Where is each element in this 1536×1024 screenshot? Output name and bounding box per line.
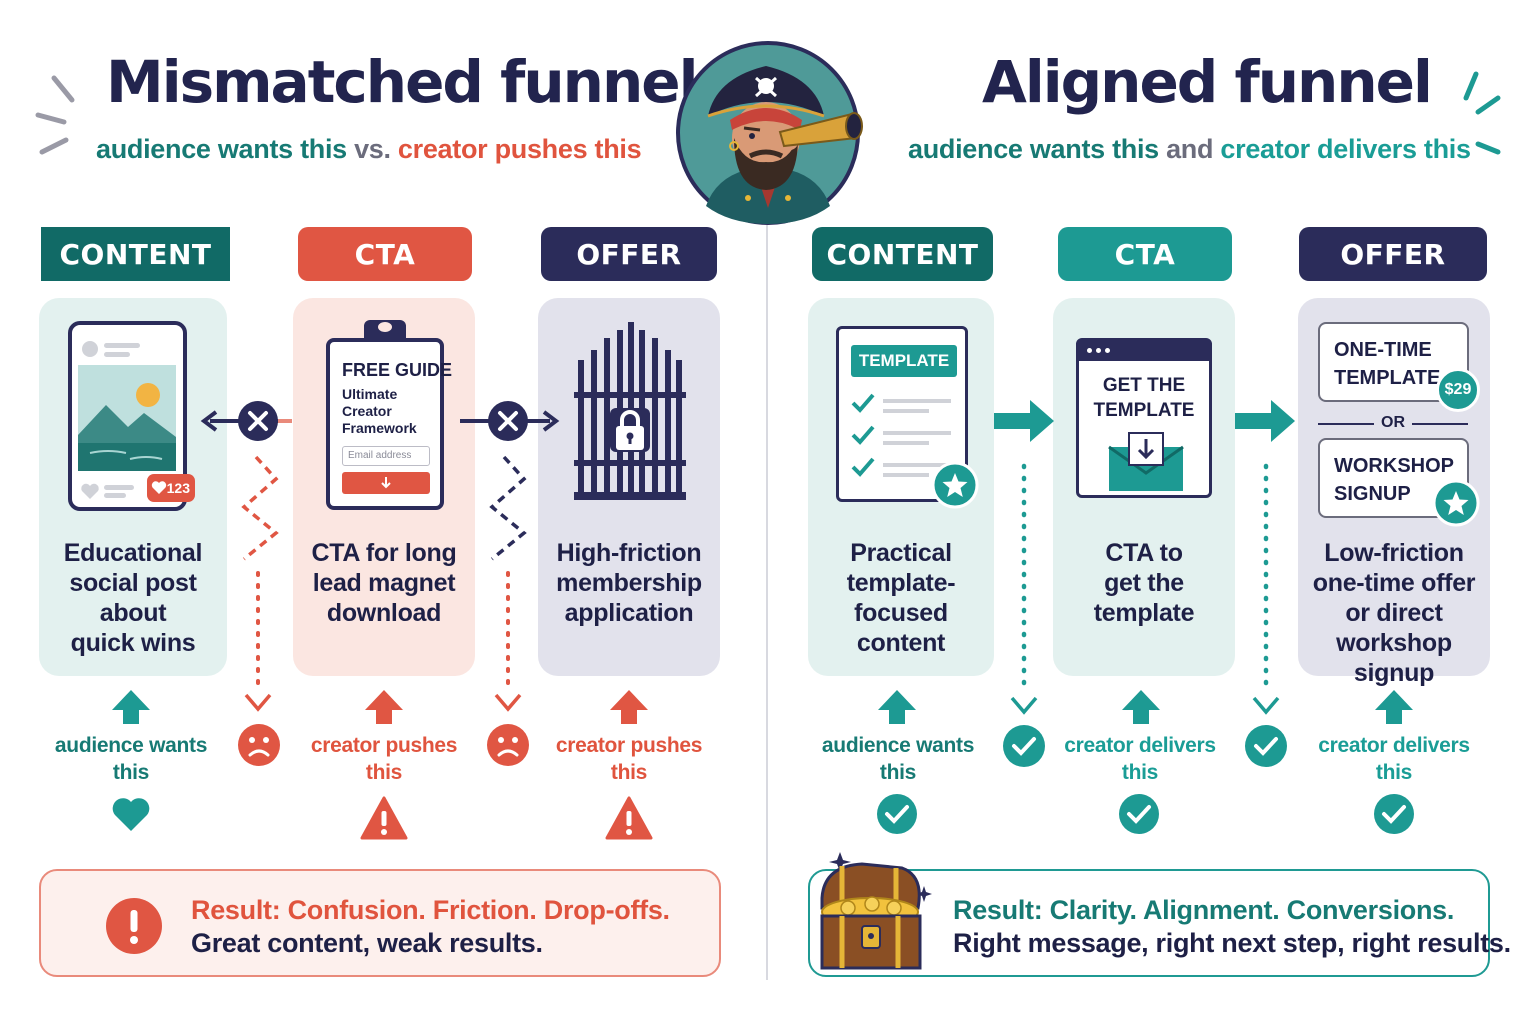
check-icon xyxy=(877,794,917,834)
arrow-up-icon xyxy=(610,690,648,724)
header-offer-right: OFFER xyxy=(1299,227,1487,281)
heart-icon xyxy=(81,483,99,499)
warning-icon xyxy=(360,796,408,840)
card-offer-left: High-friction membership application xyxy=(538,298,720,676)
card-offer-right: ONE-TIME TEMPLATE $29 OR WORKSHOP SIGNUP… xyxy=(1298,298,1490,687)
template-tag: TEMPLATE xyxy=(851,345,957,377)
x-connector-1 xyxy=(200,401,292,441)
arrow-right-icon xyxy=(1235,400,1295,442)
subtitle-creator: creator delivers this xyxy=(1220,134,1471,164)
card-cta-left: FREE GUIDE Ultimate Creator Framework Em… xyxy=(293,298,475,676)
header-cta-left: CTA xyxy=(298,227,472,281)
result-line1: Result: Clarity. Alignment. Conversions. xyxy=(953,895,1455,925)
price-badge: $29 xyxy=(1436,368,1480,412)
email-field: Email address xyxy=(342,446,430,466)
right-title: Aligned funnel xyxy=(982,48,1433,116)
header-cta-right: CTA xyxy=(1058,227,1232,281)
alert-icon xyxy=(106,898,162,954)
like-badge: 123 xyxy=(147,474,195,502)
heart-icon xyxy=(112,798,150,831)
treasure-chest-icon xyxy=(820,852,932,970)
subtitle-audience: audience wants this xyxy=(908,134,1159,164)
arrow-up-icon xyxy=(1375,690,1413,724)
check-icon xyxy=(1003,725,1045,767)
arrow-right-icon xyxy=(994,400,1054,442)
card-cta-right: GET THE TEMPLATE CTA to get the template xyxy=(1053,298,1235,676)
like-count: 123 xyxy=(166,480,190,496)
dotted-connector xyxy=(1252,463,1280,715)
arrow-up-icon xyxy=(365,690,403,724)
zigzag-line xyxy=(241,455,279,712)
clipboard-icon: FREE GUIDE Ultimate Creator Framework Em… xyxy=(326,320,452,510)
center-divider xyxy=(766,225,768,980)
check-icon xyxy=(1374,794,1414,834)
star-icon xyxy=(1432,479,1480,527)
download-button xyxy=(342,472,430,494)
header-offer-left: OFFER xyxy=(541,227,717,281)
warning-icon xyxy=(605,796,653,840)
landscape-image-icon xyxy=(78,365,176,471)
result-line1: Result: Confusion. Friction. Drop-offs. xyxy=(191,895,670,925)
subtitle-vs: vs. xyxy=(354,134,391,164)
check-icon xyxy=(1119,794,1159,834)
header-content-left: CONTENT xyxy=(41,227,230,281)
arrow-up-icon xyxy=(878,690,916,724)
doc-line: Creator xyxy=(342,403,392,419)
right-subtitle: audience wants this and creator delivers… xyxy=(908,134,1471,165)
result-line2: Right message, right next step, right re… xyxy=(953,928,1511,958)
doc-title: FREE GUIDE xyxy=(342,360,453,380)
lock-icon xyxy=(616,410,644,450)
arrow-up-icon xyxy=(1122,690,1160,724)
card-content-left: 123 Educational social post about quick … xyxy=(39,298,227,676)
doc-line: Framework xyxy=(342,420,417,436)
card-content-right: TEMPLATE Practical template- focused con… xyxy=(808,298,994,676)
card-text: Practical template- focused content xyxy=(846,539,956,657)
arrow-down-icon xyxy=(381,477,391,489)
result-box-good: Result: Clarity. Alignment. Conversions.… xyxy=(808,869,1511,977)
card-text: CTA to get the template xyxy=(1093,539,1195,627)
or-divider: OR xyxy=(1318,414,1468,434)
left-subtitle: audience wants this vs. creator pushes t… xyxy=(96,134,642,165)
sad-face-icon xyxy=(487,724,529,766)
zigzag-line xyxy=(489,455,527,712)
pirate-mascot xyxy=(676,41,863,225)
dotted-connector xyxy=(1010,463,1038,715)
x-connector-2 xyxy=(460,401,560,441)
header-content-right: CONTENT xyxy=(812,227,993,281)
sad-face-icon xyxy=(238,724,280,766)
card-text: CTA for long lead magnet download xyxy=(311,539,457,627)
left-title: Mismatched funnel xyxy=(106,48,698,116)
result-line2: Great content, weak results. xyxy=(191,928,543,958)
checklist-icon xyxy=(851,393,951,477)
window-title: GET THE TEMPLATE xyxy=(1093,375,1195,421)
browser-window-icon: GET THE TEMPLATE xyxy=(1076,338,1212,498)
check-icon xyxy=(1245,725,1287,767)
card-text: Educational social post about quick wins xyxy=(63,539,203,657)
heart-icon xyxy=(151,481,167,494)
card-text: High-friction membership application xyxy=(556,539,702,627)
subtitle-and: and xyxy=(1166,134,1214,164)
card-text: Low-friction one-time offer or direct wo… xyxy=(1312,539,1476,687)
star-icon xyxy=(931,461,979,509)
subtitle-creator: creator pushes this xyxy=(397,134,642,164)
envelope-icon xyxy=(1108,432,1184,491)
spark-lines-icon xyxy=(35,75,75,155)
subtitle-audience: audience wants this xyxy=(96,134,347,164)
doc-line: Ultimate xyxy=(342,386,398,402)
arrow-up-icon xyxy=(112,690,150,724)
spark-lines-icon xyxy=(1463,71,1501,155)
result-box-bad: Result: Confusion. Friction. Drop-offs. … xyxy=(39,869,721,977)
